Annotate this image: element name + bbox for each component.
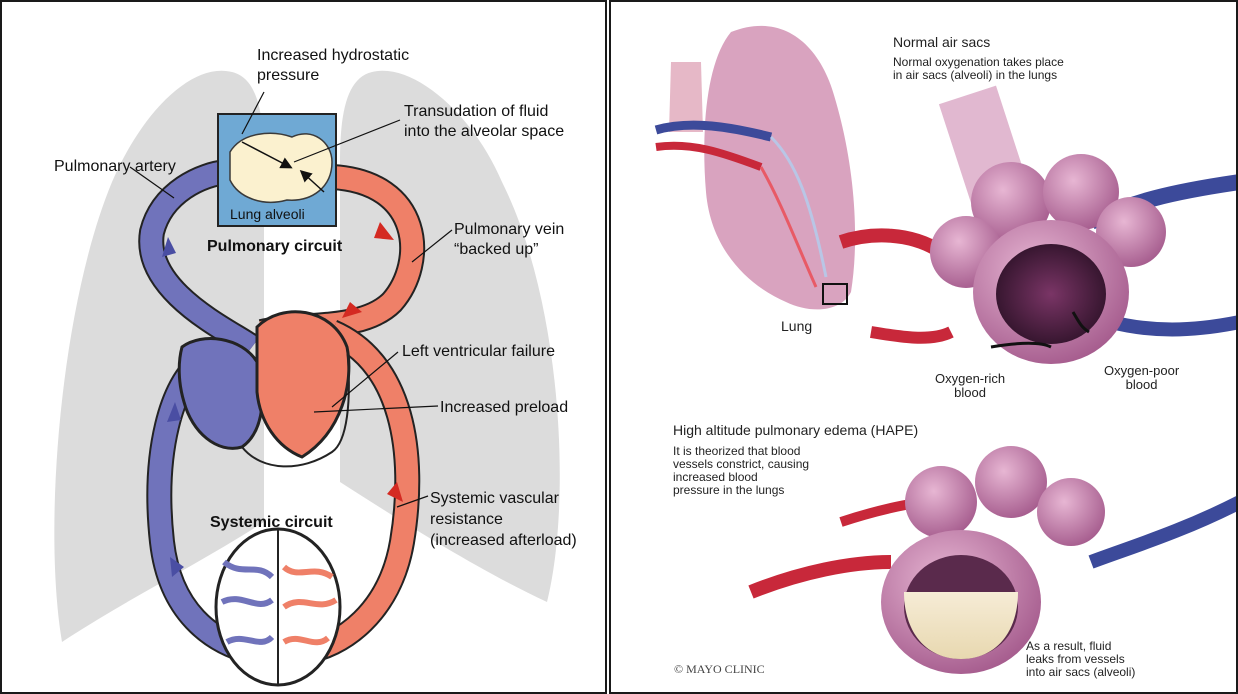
oxygen-rich-blood-label: Oxygen-rich blood <box>935 372 1005 400</box>
lung-label: Lung <box>781 318 812 334</box>
hape-description: It is theorized that blood vessels const… <box>673 445 809 497</box>
hape-title: High altitude pulmonary edema (HAPE) <box>673 422 918 438</box>
label-transudation: Transudation of fluid into the alveolar … <box>404 102 564 142</box>
label-lung-alveoli: Lung alveoli <box>230 204 305 224</box>
label-systemic-vascular-resistance: Systemic vascular resistance (increased … <box>430 488 577 551</box>
label-increased-hydrostatic-pressure: Increased hydrostatic pressure <box>257 46 409 86</box>
fluid-leak-description: As a result, fluid leaks from vessels in… <box>1026 640 1135 679</box>
hape-illustration <box>611 2 1238 694</box>
label-pulmonary-vein: Pulmonary vein “backed up” <box>454 220 564 260</box>
label-increased-preload: Increased preload <box>440 398 568 418</box>
heart-left-side <box>257 312 349 457</box>
label-pulmonary-artery: Pulmonary artery <box>54 157 176 177</box>
mayo-clinic-copyright: © MAYO CLINIC <box>674 662 765 677</box>
normal-air-sacs-title: Normal air sacs <box>893 34 990 50</box>
label-left-ventricular-failure: Left ventricular failure <box>402 342 555 362</box>
circulation-diagram-panel: Increased hydrostatic pressure Transudat… <box>0 0 607 694</box>
label-systemic-circuit: Systemic circuit <box>210 514 333 532</box>
oxygen-poor-blood-label: Oxygen-poor blood <box>1104 364 1179 392</box>
hape-illustration-panel: Normal air sacs Normal oxygenation takes… <box>609 0 1238 694</box>
label-pulmonary-circuit: Pulmonary circuit <box>207 238 342 256</box>
normal-air-sacs-description: Normal oxygenation takes place in air sa… <box>893 56 1064 82</box>
lung-shape <box>704 26 855 310</box>
